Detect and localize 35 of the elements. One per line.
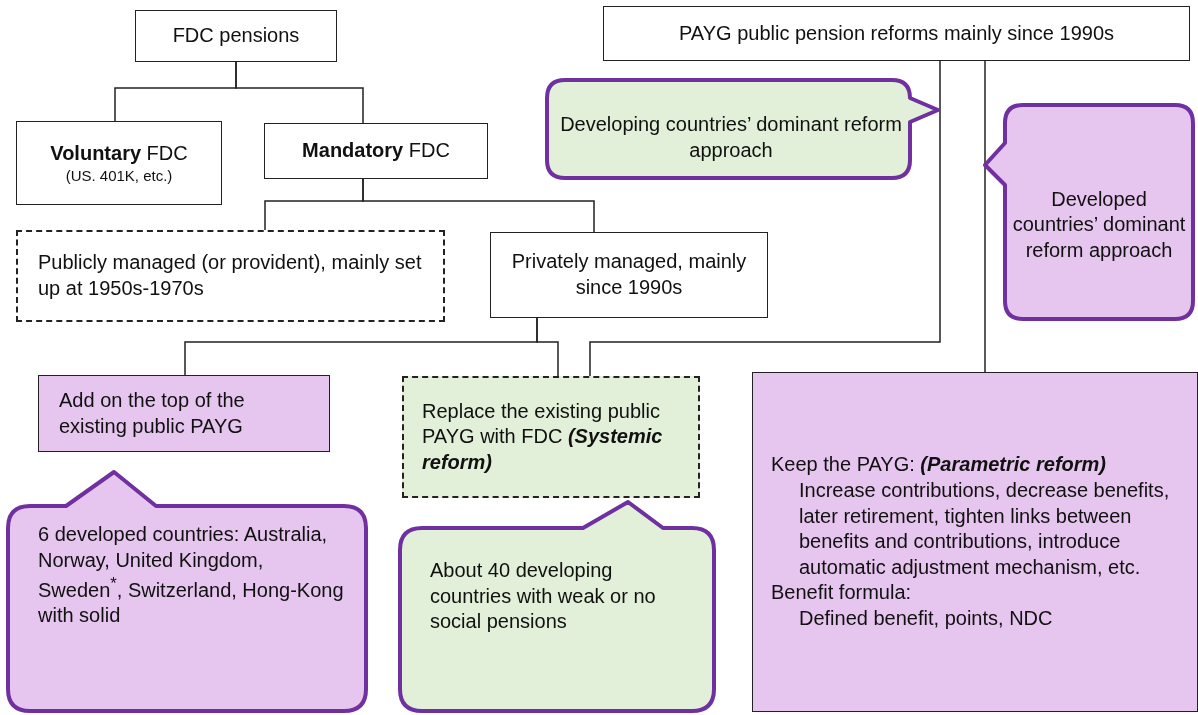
category-box bbox=[264, 123, 488, 179]
callout-bubble bbox=[983, 103, 1195, 321]
node-text: Defined benefit, points, NDC bbox=[798, 606, 1054, 631]
callout-bubble bbox=[545, 78, 941, 180]
node-text: Increase contributions, decrease benefits, later retirement, tighten links between benefits and contributions, introduce automatic adjustment mechanism, etc. bbox=[798, 478, 1171, 580]
category-box bbox=[752, 372, 1198, 712]
category-box bbox=[135, 10, 337, 62]
node-text: Add on the top of the existing public PAYG bbox=[59, 387, 246, 439]
dashed-category-box bbox=[16, 230, 445, 322]
node-text: (US. 401K, etc.) bbox=[64, 166, 174, 186]
node-text: About 40 developing countries with weak or no social pensions bbox=[430, 558, 657, 635]
node-text: Mandatory FDC bbox=[301, 138, 451, 164]
node-text: PAYG public pension reforms mainly since 1990s bbox=[678, 20, 1115, 46]
category-box bbox=[38, 375, 330, 452]
dashed-category-box bbox=[402, 376, 700, 498]
node-text: Publicly managed (or provident), mainly set up at 1950s-1970s bbox=[38, 250, 423, 301]
connector-line bbox=[362, 178, 595, 233]
node-text: Developing countries’ dominant reform approach bbox=[559, 112, 903, 163]
node-text: Voluntary FDC bbox=[49, 140, 189, 166]
node-text: Developed countries’ dominant reform approach bbox=[1011, 186, 1187, 263]
node-text: Replace the existing public PAYG with FDC (Systemic reform) bbox=[422, 398, 664, 475]
callout-bubble bbox=[398, 500, 716, 713]
category-box bbox=[16, 121, 222, 205]
category-box bbox=[603, 6, 1190, 61]
connector-line bbox=[235, 61, 364, 124]
connector-line bbox=[589, 60, 941, 377]
node-text: 6 developed countries: Australia, Norway, United Kingdom, Sweden$^{*}$, Switzerland, Hong-Kong with solid bbox=[38, 522, 345, 629]
connector-line bbox=[984, 60, 986, 373]
connector-line bbox=[536, 317, 559, 377]
node-text: FDC pensions bbox=[171, 23, 301, 49]
category-box bbox=[490, 232, 768, 318]
callout-bubble bbox=[6, 470, 368, 713]
node-text: Keep the PAYG: (Parametric reform) bbox=[771, 452, 1107, 478]
node-text: Benefit formula: bbox=[771, 580, 913, 606]
node-text: Privately managed, mainly since 1990s bbox=[510, 249, 748, 300]
